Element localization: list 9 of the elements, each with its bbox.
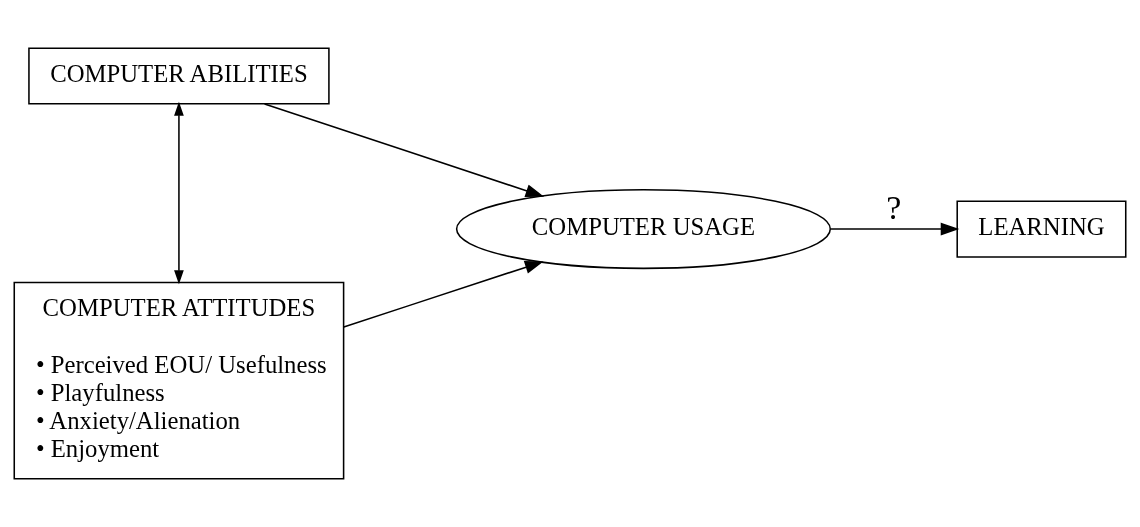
node-box: COMPUTER ATTITUDES • Perceived EOU/ Usefulness • Playfulness • Anxiety/Alienation • Enjoyment (13, 281, 345, 480)
arrow (343, 261, 544, 328)
arrow (830, 222, 960, 236)
arrow (174, 101, 184, 285)
node-box: COMPUTER ABILITIES (28, 47, 330, 105)
arrow (263, 103, 545, 197)
node-ellipse: COMPUTER USAGE (455, 189, 832, 270)
node-box: LEARNING (956, 200, 1127, 258)
edge-label: ? (886, 189, 902, 227)
